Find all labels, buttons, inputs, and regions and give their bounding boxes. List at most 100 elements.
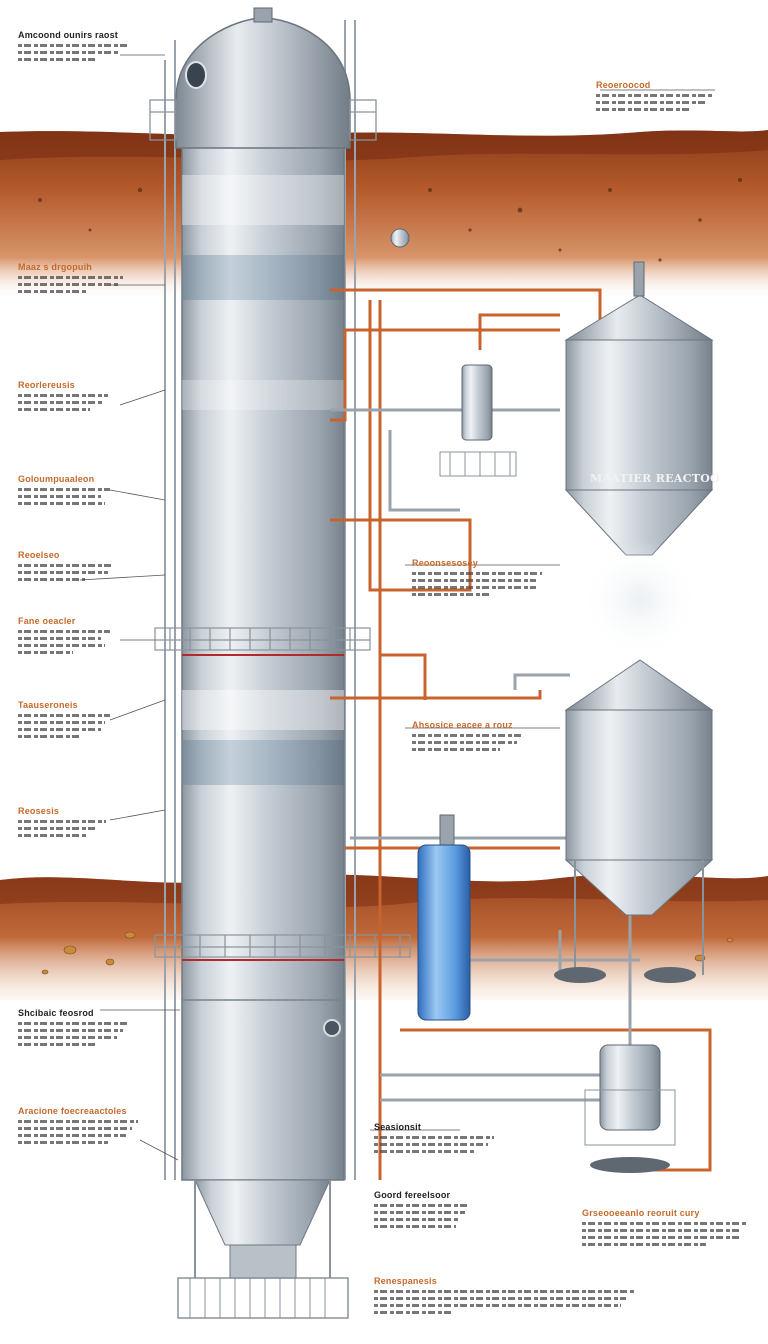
callout-13-title: Ahsosice eacee a rouz xyxy=(412,720,513,730)
callout-3-text-line xyxy=(18,401,104,404)
callout-5-title: Reoelseo xyxy=(18,550,60,560)
lower-silo xyxy=(554,659,714,983)
callout-6-text-line xyxy=(18,630,110,633)
callout-7: Taauseroneis xyxy=(18,700,110,738)
callout-6-title: Fane oeacler xyxy=(18,616,76,626)
column-band-1 xyxy=(182,175,344,225)
callout-2-text-line xyxy=(18,283,118,286)
callout-14: Seasionsit xyxy=(374,1122,494,1153)
callout-9: Shcibaic feosrod xyxy=(18,1008,128,1046)
callout-7-text-line xyxy=(18,714,110,717)
support-frame xyxy=(164,20,356,1180)
callout-10: Aracione foecreaactoles xyxy=(18,1106,138,1144)
column-band-3 xyxy=(182,380,344,410)
callout-6-text-line xyxy=(18,651,74,654)
blue-separator xyxy=(417,814,471,1021)
callout-16: Grseooeeanlo reoruit cury xyxy=(582,1208,747,1246)
callout-10-text-line xyxy=(18,1134,126,1137)
platform-1 xyxy=(154,627,371,651)
callout-12-text-line xyxy=(412,586,536,589)
callout-13-text-line xyxy=(412,741,517,744)
column-band-5 xyxy=(182,740,344,785)
callout-14-text-line xyxy=(374,1143,488,1146)
callout-17: Renespanesis xyxy=(374,1276,634,1314)
callout-12-text-line xyxy=(412,572,542,575)
column-base-frame xyxy=(177,1277,349,1319)
callout-13-text-line xyxy=(412,734,522,737)
callout-2-text-line xyxy=(18,276,123,279)
bottom-pump xyxy=(584,1044,676,1173)
callout-11-text-line xyxy=(596,94,714,97)
callout-15-text-line xyxy=(374,1225,456,1228)
dome-cap xyxy=(253,7,273,23)
callout-17-text-line xyxy=(374,1297,627,1300)
callout-15-text-line xyxy=(374,1211,466,1214)
callout-7-text-line xyxy=(18,735,83,738)
callout-16-title: Grseooeeanlo reoruit cury xyxy=(582,1208,700,1218)
column-base-hopper xyxy=(194,1179,331,1246)
callout-9-text-line xyxy=(18,1022,128,1025)
vapor-plume xyxy=(580,540,700,660)
callout-10-title: Aracione foecreaactoles xyxy=(18,1106,127,1116)
callout-16-text-line xyxy=(582,1229,739,1232)
callout-7-title: Taauseroneis xyxy=(18,700,78,710)
callout-16-text-line xyxy=(582,1243,706,1246)
callout-4-text-line xyxy=(18,488,110,491)
callout-12: Reoonsesosey xyxy=(412,558,542,596)
platform-2 xyxy=(154,934,411,958)
callout-4-text-line xyxy=(18,495,101,498)
callout-10-text-line xyxy=(18,1127,132,1130)
column-band-4 xyxy=(182,690,344,730)
callout-3-text-line xyxy=(18,408,90,411)
callout-2-text-line xyxy=(18,290,87,293)
callout-8-text-line xyxy=(18,834,89,837)
callout-15-title: Goord fereelsoor xyxy=(374,1190,451,1200)
callout-16-text-line xyxy=(582,1236,739,1239)
callout-4: Goloumpuaaleon xyxy=(18,474,110,505)
callout-7-text-line xyxy=(18,721,106,724)
callout-9-text-line xyxy=(18,1029,123,1032)
callout-5-text-line xyxy=(18,578,85,581)
callout-5-text-line xyxy=(18,564,113,567)
callout-17-text-line xyxy=(374,1290,634,1293)
copper-pipes xyxy=(330,288,712,1180)
callout-1-text-line xyxy=(18,44,130,47)
gauge xyxy=(390,228,410,248)
callout-1-title: Amcoond ounirs raost xyxy=(18,30,119,40)
callout-4-text-line xyxy=(18,502,106,505)
callout-9-text-line xyxy=(18,1036,117,1039)
callout-1-text-line xyxy=(18,58,97,61)
callout-11-text-line xyxy=(596,108,691,111)
callout-12-text-line xyxy=(412,593,490,596)
callout-9-text-line xyxy=(18,1043,95,1046)
tank-label: MAATIER REACTOO xyxy=(590,472,720,485)
callout-8: Reosesis xyxy=(18,806,106,837)
callout-5: Reoelseo xyxy=(18,550,113,581)
callout-6-text-line xyxy=(18,644,106,647)
callout-8-title: Reosesis xyxy=(18,806,60,816)
callout-6: Fane oeacler xyxy=(18,616,110,654)
callout-1: Amcoond ounirs raost xyxy=(18,30,130,61)
callout-8-text-line xyxy=(18,820,106,823)
column-band-2 xyxy=(182,255,344,300)
callout-12-title: Reoonsesosey xyxy=(412,558,478,568)
callout-15-text-line xyxy=(374,1218,461,1221)
callout-4-title: Goloumpuaaleon xyxy=(18,474,95,484)
callout-1-text-line xyxy=(18,51,119,54)
callout-17-text-line xyxy=(374,1304,621,1307)
callout-14-text-line xyxy=(374,1136,494,1139)
callout-15-text-line xyxy=(374,1204,470,1207)
callout-7-text-line xyxy=(18,728,101,731)
callout-3-text-line xyxy=(18,394,108,397)
callout-17-text-line xyxy=(374,1311,452,1314)
callout-15: Goord fereelsoor xyxy=(374,1190,470,1228)
upper-reactor-tank xyxy=(564,261,714,556)
callout-12-text-line xyxy=(412,579,536,582)
main-column-body xyxy=(181,144,345,1181)
callout-11-title: Reoeroocod xyxy=(596,80,651,90)
callout-6-text-line xyxy=(18,637,101,640)
callout-16-text-line xyxy=(582,1222,747,1225)
callout-17-title: Renespanesis xyxy=(374,1276,437,1286)
